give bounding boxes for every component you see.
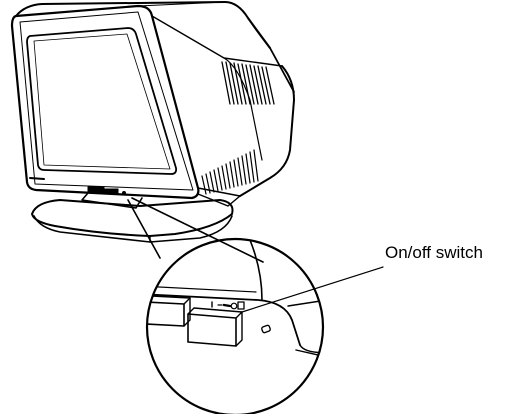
magnified-detail [145,237,325,414]
monitor-screen [26,27,178,175]
front-controls [87,186,126,195]
magnifier-circle [145,237,325,414]
power-switch [187,307,243,347]
monitor-front-bezel [10,4,200,200]
monitor-stand [31,192,234,243]
side-vents-upper [221,61,275,105]
monitor [10,1,295,207]
on-off-switch-label: On/off switch [385,243,483,262]
front-button-left [147,295,191,327]
power-indicator-light [261,324,271,334]
power-symbol-markings [211,301,245,310]
side-vents-lower [201,149,259,195]
callout-leader-line [241,266,384,313]
magnify-callout-lines [127,197,264,263]
